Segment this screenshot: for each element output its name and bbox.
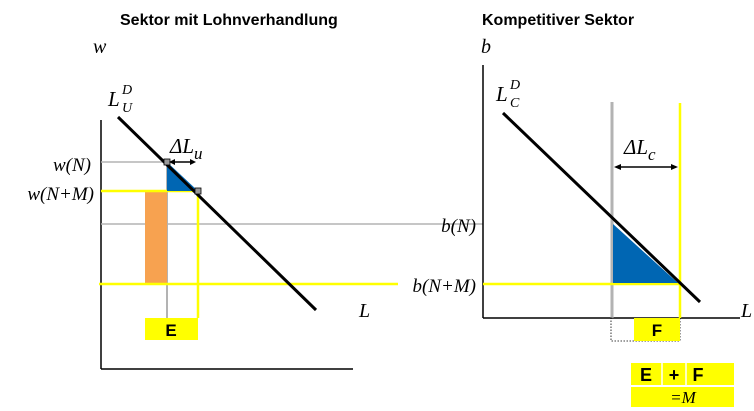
sum-box-f: F (693, 365, 704, 385)
left-demand-label-sup: D (121, 83, 132, 98)
right-delta-label: ΔLc (623, 135, 656, 164)
left-delta-arrowhead-left (169, 159, 175, 165)
right-demand-label: L (495, 82, 508, 106)
sum-box-equals-m: =M (670, 388, 696, 407)
left-demand-line (116, 115, 318, 312)
left-demand-label-sub: U (122, 101, 133, 116)
left-delta-label: ΔLu (169, 134, 203, 163)
right-y-axis-label: b (481, 36, 491, 58)
right-panel-title: Kompetitiver Sektor (482, 12, 634, 29)
right-delta-arrowhead-right (671, 164, 678, 170)
right-demand-label-sup: D (509, 78, 520, 93)
left-point-marker-low (194, 187, 202, 195)
right-wage-high-label: b(N) (441, 216, 476, 237)
left-delta-arrowhead-right (190, 159, 196, 165)
left-x-axis-label: L (358, 300, 370, 322)
left-orange-area (145, 192, 167, 285)
left-e-box-label: E (165, 321, 176, 340)
sum-box-e: E (640, 365, 652, 385)
right-f-box (634, 318, 680, 341)
left-wage-high-label: w(N) (53, 155, 91, 176)
right-wage-low-label: b(N+M) (413, 276, 476, 297)
right-demand-line (501, 111, 702, 304)
right-delta-arrowhead-left (614, 164, 621, 170)
left-blue-triangle (167, 162, 198, 191)
right-x-axis-label: L (740, 300, 752, 322)
right-f-box-label: F (652, 321, 662, 340)
left-e-box (145, 318, 198, 340)
right-blue-triangle (613, 224, 678, 283)
sum-box-plus: + (669, 365, 680, 385)
right-demand-label-sub: C (510, 96, 520, 111)
left-wage-low-label: w(N+M) (27, 184, 94, 205)
left-y-axis-label: w (93, 36, 107, 58)
sum-box-top (631, 363, 734, 385)
left-panel-title: Sektor mit Lohnverhandlung (120, 12, 338, 29)
sum-box-bottom (631, 387, 734, 407)
left-demand-label: L (107, 87, 120, 111)
